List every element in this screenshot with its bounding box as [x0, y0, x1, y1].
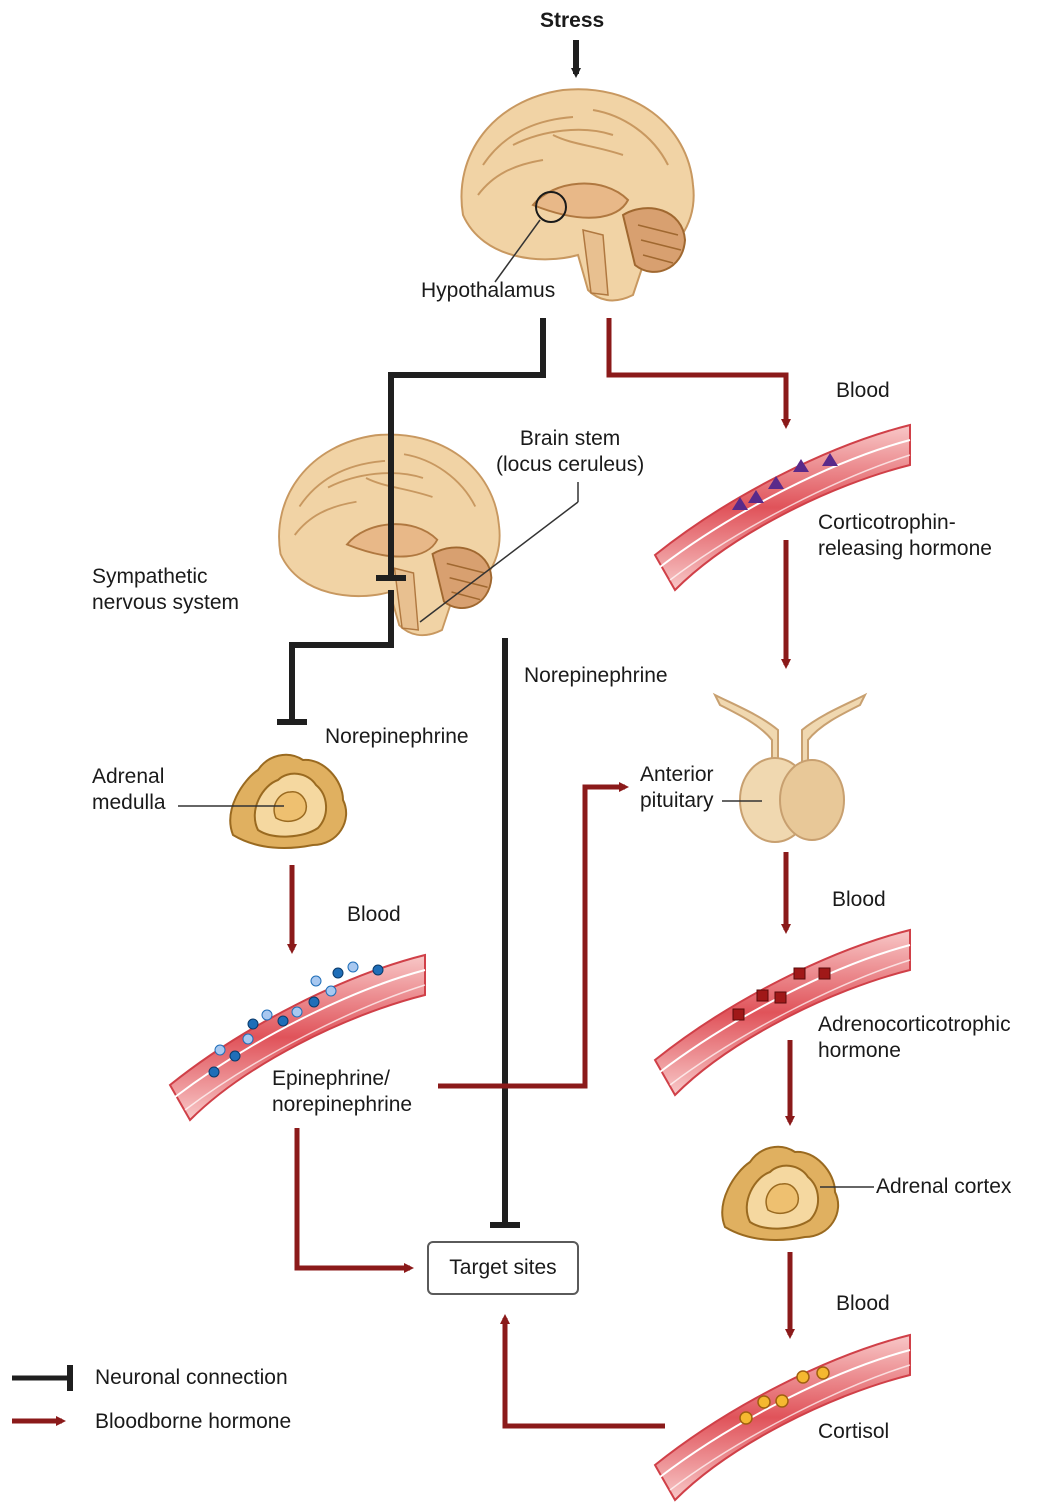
hormone-epinephrine-to-pituitary — [438, 787, 625, 1086]
blood-label-2: Blood — [347, 902, 401, 928]
norepinephrine-center-label: Norepinephrine — [524, 663, 668, 689]
crh-label: Corticotrophin- releasing hormone — [818, 510, 992, 562]
blood-label-3: Blood — [832, 887, 886, 913]
norepinephrine-left-label: Norepinephrine — [325, 724, 469, 750]
brain-illustration-top — [461, 89, 693, 300]
adrenal-medulla-illustration — [230, 755, 346, 848]
blood-vessel-cortisol — [655, 1335, 910, 1500]
adrenal-medulla-label: Adrenal medulla — [92, 764, 166, 816]
hypothalamus-label: Hypothalamus — [421, 278, 555, 304]
brain-stem-label: Brain stem (locus ceruleus) — [496, 426, 644, 478]
adrenal-cortex-label: Adrenal cortex — [876, 1174, 1011, 1200]
hormone-hypothalamus-to-blood — [609, 318, 786, 425]
blood-label-1: Blood — [836, 378, 890, 404]
cortisol-label: Cortisol — [818, 1419, 889, 1445]
anterior-pituitary-label: Anterior pituitary — [640, 762, 714, 814]
legend-bloodborne-label: Bloodborne hormone — [95, 1409, 291, 1435]
acth-label: Adrenocorticotrophic hormone — [818, 1012, 1011, 1064]
adrenal-cortex-illustration — [722, 1147, 838, 1240]
legend-neuronal-label: Neuronal connection — [95, 1365, 288, 1391]
target-sites-box: Target sites — [427, 1241, 579, 1295]
stress-label: Stress — [540, 8, 604, 34]
blood-vessel-crh — [655, 425, 910, 590]
hormone-cortisol-to-targets — [505, 1318, 665, 1426]
epi-norepi-label: Epinephrine/ norepinephrine — [272, 1066, 412, 1118]
sympathetic-label: Sympathetic nervous system — [92, 564, 239, 616]
blood-label-4: Blood — [836, 1291, 890, 1317]
hormone-epinephrine-to-targets — [297, 1128, 410, 1268]
neuronal-sympathetic-to-medulla — [292, 590, 391, 722]
pituitary-illustration — [715, 695, 865, 842]
